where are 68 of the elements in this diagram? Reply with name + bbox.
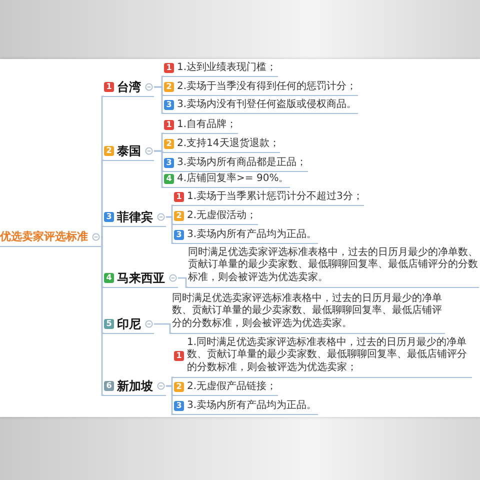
connector-line: [154, 86, 164, 114]
subtopic: [174, 399, 318, 415]
criterion-text: 3.卖场内没有刊登任何盗版或侵权商品。: [177, 98, 357, 112]
priority-number: 3: [164, 100, 174, 110]
priority-number: 3: [174, 401, 184, 411]
branch-topic: [104, 378, 166, 396]
country-name: 台湾: [117, 79, 141, 95]
country-name: 印尼: [117, 316, 141, 332]
criterion-text: 3.卖场内所有产品均为正品。: [187, 228, 317, 242]
priority-number: 2: [174, 211, 184, 221]
criterion-text: 3.卖场内所有商品都是正品；: [177, 156, 307, 170]
subtopic: [174, 228, 318, 244]
description-text: 同时满足优选卖家评选标准表格中，过去的日历月最少的净单数、贡献订单量的最少卖家数、最低聊聊回复率、最低店铺评分的分数标准，则会被评选为优选卖家。: [188, 246, 478, 286]
connector-line: [154, 150, 164, 188]
priority-number: 3: [164, 158, 174, 168]
root-topic: [0, 229, 101, 247]
subtopic: [164, 172, 290, 188]
subtopic: [164, 137, 280, 153]
branch-topic: [104, 209, 166, 227]
priority-number: 2: [104, 146, 114, 156]
branch-topic: [104, 316, 154, 334]
branch-topic: [104, 270, 178, 288]
country-name: 马来西亚: [117, 270, 165, 286]
subtopic: [164, 118, 238, 134]
priority-number: 3: [104, 212, 114, 222]
connector-line: [100, 236, 104, 396]
priority-number: 2: [164, 139, 174, 149]
subtopic: [164, 98, 358, 114]
subtopic: [164, 156, 308, 172]
criterion-text: 2.无虚假产品链接；: [187, 380, 277, 394]
description-text: 同时满足优选卖家评选标准表格中，过去的日历月最少的净单数、贡献订单量的最少卖家数、最低聊聊回复率、最低店铺评分的分数标准，则会被评选为优选卖家。: [172, 292, 443, 332]
country-name: 泰国: [117, 143, 141, 159]
priority-number: 6: [104, 381, 114, 391]
subtopic: [174, 209, 258, 225]
priority-number: 4: [104, 273, 114, 283]
priority-number: 1: [164, 120, 174, 130]
connector-line: [166, 216, 174, 244]
subtopic: [174, 380, 278, 396]
priority-number: 1: [104, 82, 114, 92]
priority-number: 1: [174, 350, 184, 361]
criterion-text: 3.卖场内所有产品均为正品。: [187, 399, 317, 413]
criterion-text: 1.达到业绩表现门槛；: [177, 61, 277, 75]
priority-number: 1: [164, 63, 174, 73]
criterion-text: 1.卖场于当季累计惩罚计分不超过3分；: [187, 190, 363, 204]
connector-line: [154, 323, 172, 334]
priority-number: 1: [174, 192, 184, 202]
criterion-text: 2.支持14天退货退款；: [177, 137, 280, 151]
connector-line: [166, 385, 174, 415]
subtopic: [164, 61, 278, 77]
branch-topic: [104, 79, 154, 97]
priority-number: 3: [174, 230, 184, 240]
priority-number: 5: [104, 319, 114, 329]
connector-line: [100, 226, 104, 238]
criterion-text: 1.自有品牌；: [177, 118, 237, 132]
criterion-text: 4.店铺回复率>= 90%。: [177, 172, 289, 186]
country-name: 新加坡: [117, 378, 153, 394]
priority-number: 4: [164, 174, 174, 184]
connector-line: [178, 277, 188, 288]
branch-topic: [104, 143, 154, 161]
criterion-text: 2.卖场于当季没有得到任何的惩罚计分；: [177, 80, 357, 94]
description-text: 1.同时满足优选卖家评选标准表格中，过去的日历月最少的净单数、贡献订单量的最少卖家数、最低聊聊回复率、最低店铺评分的分数标准，则会被评选为优选卖家；: [187, 336, 468, 376]
priority-number: 2: [164, 82, 174, 92]
topic-title: 优选卖家评选标准: [0, 229, 88, 245]
priority-number: 2: [174, 382, 184, 392]
subtopic: [174, 190, 364, 206]
criterion-text: 2.无虚假活动；: [187, 209, 257, 223]
country-name: 菲律宾: [117, 209, 153, 225]
subtopic: [164, 80, 358, 96]
